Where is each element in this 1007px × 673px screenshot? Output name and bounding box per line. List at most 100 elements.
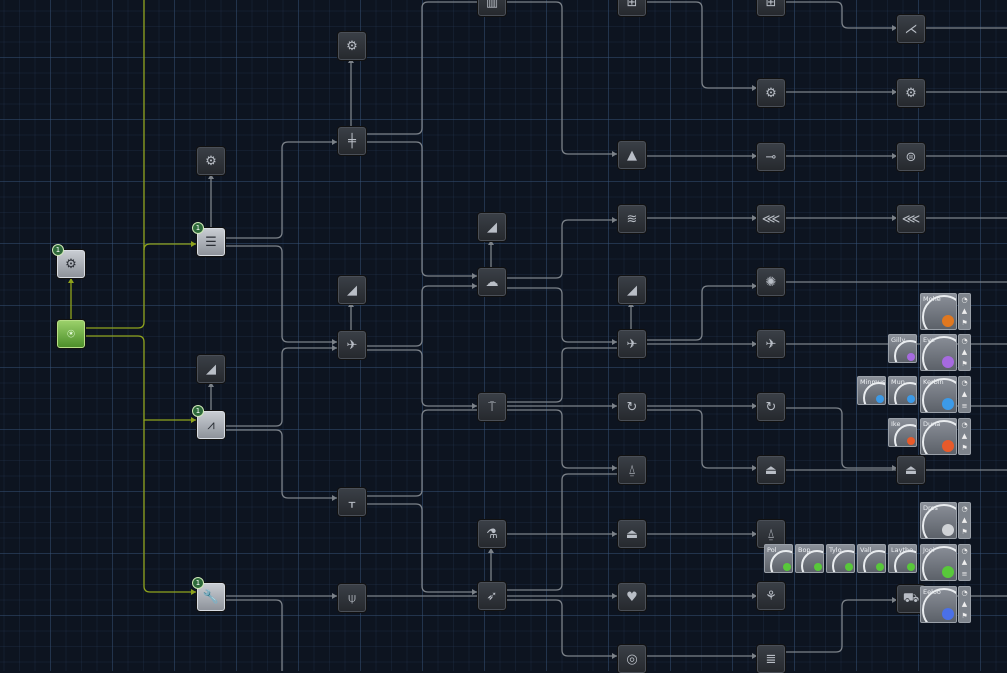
orbit-arc-icon (832, 550, 854, 572)
body-name: Eve (923, 336, 935, 344)
body-card-ike[interactable]: Ike (888, 418, 917, 447)
body-card-laythe[interactable]: Laythe (888, 544, 917, 573)
start-node-icon[interactable]: ⍟ (57, 320, 85, 348)
planet-icon (942, 566, 954, 578)
planet-icon (907, 563, 915, 571)
orbit-arc-icon (770, 550, 792, 572)
orbit-arc-icon (801, 550, 823, 572)
solar-panel-node-icon[interactable]: ◢ (197, 355, 225, 383)
body-card-minmus[interactable]: Minmus (857, 376, 886, 405)
body-card-gilly[interactable]: Gilly (888, 334, 917, 363)
rotation-node-icon[interactable]: ↻ (618, 393, 646, 421)
node-badge: 1 (192, 577, 204, 589)
parachute-node-icon[interactable]: ⍦ (338, 584, 366, 612)
body-card-mun[interactable]: Mun (888, 376, 917, 405)
body-card-eeloo[interactable]: Eeloo (920, 586, 957, 623)
node-badge: 1 (192, 405, 204, 417)
engine-node-icon[interactable]: ⊜ (897, 143, 925, 171)
wind-node-icon[interactable]: 1⩘ (192, 405, 225, 439)
wind-2-node-icon[interactable]: ≋ (618, 205, 646, 233)
rocket-node-icon[interactable]: ➶ (478, 582, 506, 610)
pod-node-icon[interactable]: ⏏ (618, 520, 646, 548)
inactive-links (210, 1, 1007, 671)
capsule-3-node-icon[interactable]: ⍙ (757, 520, 785, 548)
docking-node-icon[interactable]: ⊞ (618, 0, 646, 16)
body-card-tylo[interactable]: Tylo (826, 544, 855, 573)
orbit-arc-icon (863, 550, 885, 572)
body-name: Tylo (829, 546, 842, 554)
body-side-jool: ◔▲≡ (958, 544, 971, 581)
runway-node-icon[interactable]: ✈ (338, 331, 366, 359)
satellite-node-icon[interactable]: ⚙ (197, 147, 225, 175)
planet-icon (907, 395, 915, 403)
decoupler-node-icon[interactable]: ╪ (338, 127, 366, 155)
heart-node-icon[interactable]: ♥ (618, 583, 646, 611)
body-side-eve: ◔▲⚑ (958, 334, 971, 371)
body-card-pol[interactable]: Pol (764, 544, 793, 573)
body-name: Pol (767, 546, 777, 554)
intake-node-icon[interactable]: ⋘ (757, 205, 785, 233)
planet-icon (845, 563, 853, 571)
fuel-tank-node-icon[interactable]: 1☰ (192, 222, 225, 256)
body-card-eve[interactable]: Eve (920, 334, 957, 371)
body-card-kerbin[interactable]: Kerbin (920, 376, 957, 413)
body-card-dres[interactable]: Dres (920, 502, 957, 539)
rover-node-icon[interactable]: ⚙ (757, 79, 785, 107)
antenna-ring-node-icon[interactable]: ⚙ (338, 32, 366, 60)
orbit-arc-icon (863, 382, 885, 404)
planet-icon (942, 356, 954, 368)
body-card-bop[interactable]: Bop (795, 544, 824, 573)
plant-node-icon[interactable]: ⚘ (757, 582, 785, 610)
solar-panel-4-node-icon[interactable]: ◢ (618, 276, 646, 304)
rocket-engine-node-icon[interactable]: ▲ (618, 141, 646, 169)
capsule-4-node-icon[interactable]: ⏏ (897, 456, 925, 484)
thermometer-node-icon[interactable]: ᚁ (338, 488, 366, 516)
planet-icon (876, 395, 884, 403)
capsule-2-node-icon[interactable]: ⏏ (757, 456, 785, 484)
solar-panel-3-node-icon[interactable]: ◢ (478, 213, 506, 241)
gyro-node-icon[interactable]: ↻ (757, 393, 785, 421)
planet-icon (942, 440, 954, 452)
drill-node-icon[interactable]: ⊸ (757, 143, 785, 171)
body-card-duna[interactable]: Duna (920, 418, 957, 455)
intake-2-node-icon[interactable]: ⋘ (897, 205, 925, 233)
orbit-arc-icon (894, 340, 916, 362)
body-side-dres: ◔▲⚑ (958, 502, 971, 539)
capsule-node-icon[interactable]: ⍙ (618, 456, 646, 484)
body-name: Ike (891, 420, 901, 428)
body-name: Laythe (891, 546, 914, 554)
plane-2-node-icon[interactable]: ✈ (757, 330, 785, 358)
body-side-duna: ◔▲⚑ (958, 418, 971, 455)
planet-icon (942, 398, 954, 410)
wrench-node-icon[interactable]: 1🔧 (192, 577, 225, 611)
body-card-vall[interactable]: Vall (857, 544, 886, 573)
orbit-arc-icon (922, 295, 956, 329)
body-name: Mun (891, 378, 905, 386)
planet-icon (907, 353, 915, 361)
fork-node-icon[interactable]: ⋌ (897, 15, 925, 43)
probe-node-icon[interactable]: ◎ (618, 645, 646, 673)
aviation-node-icon[interactable]: ☁ (478, 268, 506, 296)
body-card-jool[interactable]: Jool (920, 544, 957, 581)
robot-arm-node-icon[interactable]: ⚙ (897, 79, 925, 107)
planet-icon (942, 524, 954, 536)
node-badge: 1 (52, 244, 64, 256)
ladder-node-icon[interactable]: ≣ (757, 645, 785, 673)
orbit-arc-icon (922, 504, 956, 538)
jet-engine-node-icon[interactable]: ✺ (757, 268, 785, 296)
node-badge: 1 (192, 222, 204, 234)
flask-node-icon[interactable]: ⚗ (478, 520, 506, 548)
planet-icon (942, 608, 954, 620)
plane-node-icon[interactable]: ✈ (618, 330, 646, 358)
body-side-kerbin: ◔▲≡ (958, 376, 971, 413)
science-node-icon[interactable]: 1⚙ (52, 244, 85, 278)
body-card-mohe[interactable]: Mohe (920, 293, 957, 330)
orbit-arc-icon (922, 420, 956, 454)
orbit-arc-icon (894, 424, 916, 446)
solar-panel-2-node-icon[interactable]: ◢ (338, 276, 366, 304)
barometer-node-icon[interactable]: ⍑ (478, 393, 506, 421)
structure-node-icon[interactable]: ▥ (478, 0, 506, 16)
planet-icon (942, 315, 954, 327)
cargo-node-icon[interactable]: ⊞ (757, 0, 785, 16)
